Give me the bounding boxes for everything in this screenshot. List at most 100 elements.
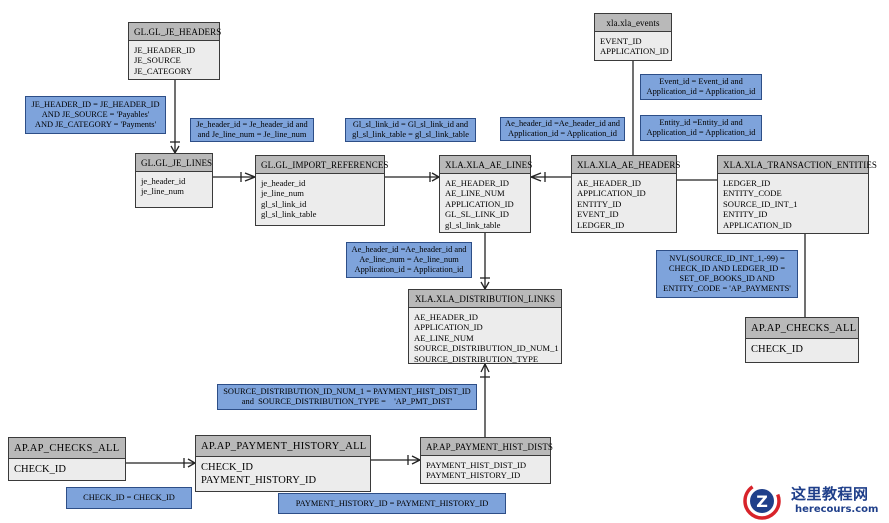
column: SOURCE_DISTRIBUTION_ID_NUM_1	[414, 343, 559, 354]
column: JE_SOURCE	[134, 55, 181, 66]
table-ap-checks-all-right: AP.AP_CHECKS_ALL CHECK_ID	[745, 317, 859, 363]
table-title: AP.AP_CHECKS_ALL	[746, 318, 858, 339]
note-line: Application_id = Application_id	[354, 265, 464, 274]
table-gl-je-lines: GL.GL_JE_LINES je_header_id je_line_num	[135, 153, 213, 208]
table-xla-ae-lines: XLA.XLA_AE_LINES AE_HEADER_ID AE_LINE_NU…	[439, 155, 532, 233]
table-title: xla.xla_events	[595, 14, 671, 32]
column: AE_HEADER_ID	[445, 178, 509, 188]
column: CHECK_ID	[201, 462, 253, 473]
note-line: CHECK_ID = CHECK_ID	[83, 493, 175, 502]
column: ENTITY_CODE	[723, 188, 782, 199]
column: ENTITY_ID	[577, 198, 622, 209]
note-source-dist-join: SOURCE_DISTRIBUTION_ID_NUM_1 = PAYMENT_H…	[217, 384, 477, 410]
column: gl_sl_link_table	[445, 219, 501, 230]
table-title: AP.AP_CHECKS_ALL	[9, 438, 125, 459]
note-line: JE_HEADER_ID = JE_HEADER_ID	[31, 100, 160, 109]
column: PAYMENT_HISTORY_ID	[426, 470, 521, 481]
column: APPLICATION_ID	[723, 219, 792, 230]
column: APPLICATION_ID	[577, 188, 646, 199]
note-line: NVL(SOURCE_ID_INT_1,-99) =	[669, 254, 785, 263]
column: CHECK_ID	[14, 464, 66, 475]
column: AE_HEADER_ID	[414, 312, 478, 322]
table-xla-distribution-links: XLA.XLA_DISTRIBUTION_LINKS AE_HEADER_ID …	[408, 289, 562, 364]
note-line: Application_id = Application_id	[646, 128, 756, 137]
column: EVENT_ID	[600, 36, 642, 46]
table-title: XLA.XLA_AE_HEADERS	[572, 156, 680, 174]
column: LEDGER_ID	[723, 178, 771, 188]
table-ap-payment-hist-dists: AP.AP_PAYMENT_HIST_DISTS PAYMENT_HIST_DI…	[420, 437, 553, 484]
table-title: GL.GL_JE_LINES	[136, 154, 212, 172]
note-je-lines-join: Je_header_id = Je_header_id and and Je_l…	[190, 118, 314, 142]
column: APPLICATION_ID	[600, 46, 669, 57]
note-je-headers-join: JE_HEADER_ID = JE_HEADER_ID AND JE_SOURC…	[25, 96, 166, 134]
site-logo: Z 这里教程网 herecours.com	[743, 480, 889, 523]
column: LEDGER_ID	[577, 219, 625, 230]
logo-text-cn: 这里教程网	[791, 485, 869, 503]
table-title: XLA.XLA_AE_LINES	[440, 156, 532, 174]
note-check-id-join: CHECK_ID = CHECK_ID	[66, 487, 192, 509]
table-title: AP.AP_PAYMENT_HISTORY_ALL	[196, 436, 370, 457]
logo-z-icon: Z	[743, 482, 781, 520]
column: SOURCE_ID_INT_1	[723, 198, 798, 209]
note-line: CHECK_ID AND LEDGER_ID =	[668, 264, 786, 273]
column: APPLICATION_ID	[445, 198, 514, 209]
table-ap-checks-all-left: AP.AP_CHECKS_ALL CHECK_ID	[8, 437, 126, 481]
note-line: gl_sl_link_table = gl_sl_link_table	[352, 130, 469, 139]
note-nvl-join: NVL(SOURCE_ID_INT_1,-99) = CHECK_ID AND …	[656, 250, 798, 298]
note-gl-sl-link-join: Gl_sl_link_id = Gl_sl_link_id and gl_sl_…	[345, 118, 476, 142]
table-gl-je-headers: GL.GL_JE_HEADERS JE_HEADER_ID JE_SOURCE …	[128, 22, 221, 80]
note-line: Ae_header_id =Ae_header_id and	[505, 119, 620, 128]
table-xla-transaction-entities: XLA.XLA_TRANSACTION_ENTITIES LEDGER_ID E…	[717, 155, 877, 234]
note-line: ENTITY_CODE = 'AP_PAYMENTS'	[663, 284, 791, 293]
column: AE_LINE_NUM	[445, 188, 505, 199]
column: AE_LINE_NUM	[414, 332, 474, 343]
column: gl_sl_link_table	[261, 209, 317, 220]
note-line: and SOURCE_DISTRIBUTION_TYPE = 'AP_PMT_D…	[241, 397, 453, 406]
column: EVENT_ID	[577, 209, 619, 220]
column: PAYMENT_HIST_DIST_ID	[426, 460, 527, 470]
column: je_line_num	[141, 186, 184, 197]
note-line: Application_id = Application_id	[508, 129, 617, 138]
note-line: Event_id = Event_id and	[659, 77, 743, 86]
note-line: Entity_id =Entity_id and	[659, 118, 743, 127]
column: je_line_num	[261, 188, 304, 199]
column: AE_HEADER_ID	[577, 178, 641, 188]
note-line: and Je_line_num = Je_line_num	[197, 130, 307, 139]
note-ae-line-join: Ae_header_id =Ae_header_id and Ae_line_n…	[346, 242, 472, 278]
table-xla-events: xla.xla_events EVENT_ID APPLICATION_ID	[594, 13, 672, 61]
note-line: Ae_line_num = Ae_line_num	[359, 255, 459, 264]
note-line: Application_id = Application_id	[646, 87, 756, 96]
column: ENTITY_ID	[723, 209, 768, 220]
note-line: PAYMENT_HISTORY_ID = PAYMENT_HISTORY_ID	[295, 498, 489, 508]
column: JE_CATEGORY	[134, 65, 193, 76]
note-line: AND JE_CATEGORY = 'Payments'	[34, 120, 157, 129]
logo-mark: Z	[756, 492, 768, 511]
column: je_header_id	[261, 178, 306, 188]
table-title: XLA.XLA_DISTRIBUTION_LINKS	[409, 290, 561, 308]
column: GL_SL_LINK_ID	[445, 209, 509, 220]
column: APPLICATION_ID	[414, 322, 483, 333]
note-payment-history-join: PAYMENT_HISTORY_ID = PAYMENT_HISTORY_ID	[278, 493, 506, 514]
note-line: SET_OF_BOOKS_ID AND	[679, 274, 775, 283]
note-line: SOURCE_DISTRIBUTION_ID_NUM_1 = PAYMENT_H…	[223, 387, 471, 396]
table-title: XLA.XLA_TRANSACTION_ENTITIES	[718, 156, 877, 174]
table-ap-payment-history-all: AP.AP_PAYMENT_HISTORY_ALL CHECK_ID PAYME…	[195, 435, 371, 492]
table-title: GL.GL_JE_HEADERS	[129, 23, 221, 41]
note-ae-header-join: Ae_header_id =Ae_header_id and Applicati…	[500, 117, 625, 141]
column: JE_HEADER_ID	[134, 45, 196, 55]
column: gl_sl_link_id	[261, 198, 307, 209]
note-line: Ae_header_id =Ae_header_id and	[351, 245, 467, 254]
column: je_header_id	[141, 176, 186, 186]
note-line: Gl_sl_link_id = Gl_sl_link_id and	[352, 120, 469, 129]
note-event-join: Event_id = Event_id and Application_id =…	[640, 74, 762, 100]
column: CHECK_ID	[751, 344, 803, 355]
table-title: GL.GL_IMPORT_REFERENCES	[256, 156, 388, 174]
note-entity-join: Entity_id =Entity_id and Application_id …	[640, 115, 762, 141]
column: SOURCE_DISTRIBUTION_TYPE	[414, 353, 539, 364]
table-gl-import-references: GL.GL_IMPORT_REFERENCES je_header_id je_…	[255, 155, 388, 226]
table-title: AP.AP_PAYMENT_HIST_DISTS	[421, 438, 553, 456]
logo-text-en: herecours.com	[795, 504, 879, 515]
table-xla-ae-headers: XLA.XLA_AE_HEADERS AE_HEADER_ID APPLICAT…	[571, 155, 680, 233]
note-line: AND JE_SOURCE = 'Payables'	[41, 110, 150, 119]
